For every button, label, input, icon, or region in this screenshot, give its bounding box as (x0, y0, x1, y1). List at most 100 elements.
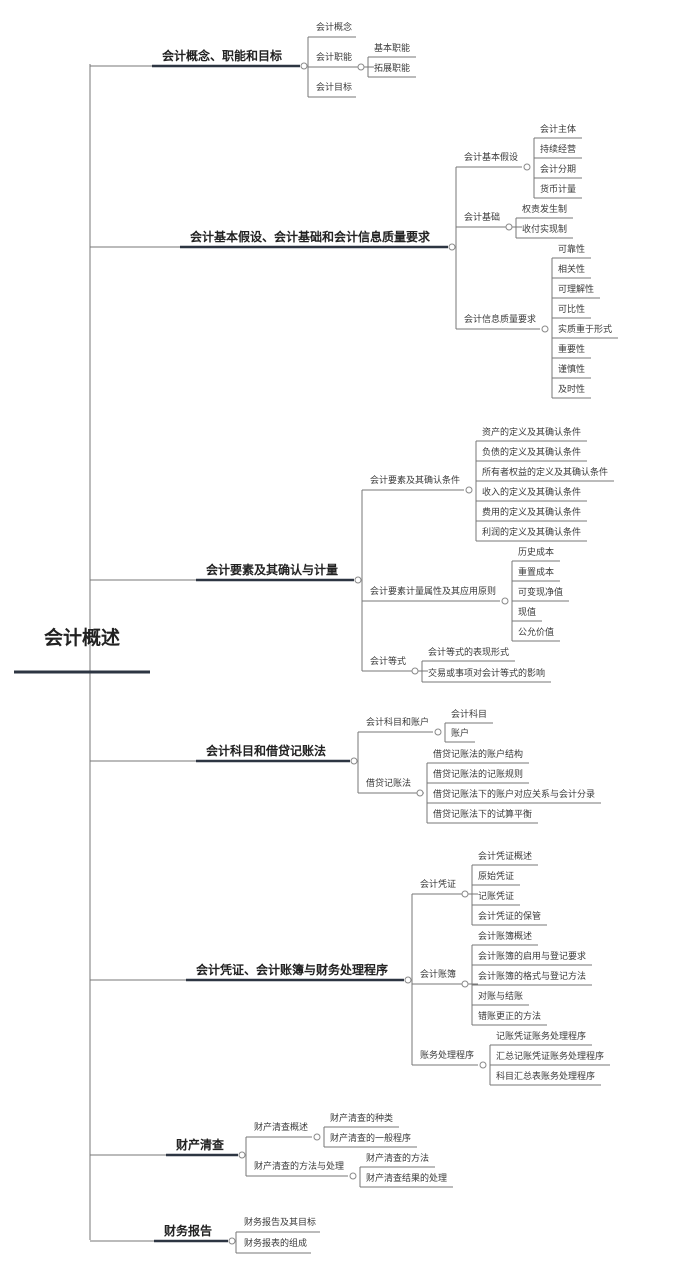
sub-collapse-toggle[interactable] (523, 163, 531, 171)
sub-node[interactable]: 财务报表的组成 (244, 1239, 308, 1249)
sub-collapse-toggle[interactable] (434, 728, 442, 736)
leaf-node[interactable]: 现值 (518, 608, 537, 618)
leaf-node[interactable]: 记账凭证 (478, 892, 515, 902)
sub-collapse-toggle[interactable] (411, 667, 419, 675)
leaf-node[interactable]: 重置成本 (518, 568, 555, 578)
sub-node[interactable]: 财务报告及其目标 (244, 1218, 317, 1228)
sub-collapse-toggle[interactable] (349, 1172, 357, 1180)
sub-node[interactable]: 借贷记账法 (366, 779, 412, 789)
sub-node[interactable]: 会计等式 (370, 657, 407, 667)
leaf-node[interactable]: 借贷记账法的记账规则 (433, 770, 524, 780)
leaf-node[interactable]: 财产清查结果的处理 (366, 1174, 448, 1184)
leaf-node[interactable]: 货币计量 (540, 185, 577, 195)
sub-collapse-toggle[interactable] (461, 890, 469, 898)
sub-collapse-toggle[interactable] (501, 597, 509, 605)
sub-collapse-toggle[interactable] (461, 980, 469, 988)
leaf-node[interactable]: 负债的定义及其确认条件 (482, 448, 582, 458)
sub-node[interactable]: 会计基础 (464, 213, 501, 223)
leaf-node[interactable]: 可变现净值 (518, 588, 564, 598)
sub-node[interactable]: 会计基本假设 (464, 153, 519, 163)
leaf-node[interactable]: 可靠性 (558, 245, 586, 255)
leaf-node[interactable]: 持续经营 (540, 145, 577, 155)
leaf-node[interactable]: 借贷记账法下的试算平衡 (433, 810, 533, 820)
sub-node[interactable]: 会计要素及其确认条件 (370, 476, 461, 486)
sub-collapse-toggle[interactable] (416, 789, 424, 797)
branch-node[interactable]: 会计要素及其确认与计量 (206, 563, 339, 577)
sub-node[interactable]: 会计凭证 (420, 880, 457, 890)
leaf-node[interactable]: 会计账簿概述 (478, 932, 533, 942)
sub-collapse-toggle[interactable] (313, 1133, 321, 1141)
sub-node[interactable]: 会计科目和账户 (366, 718, 430, 728)
sub-node[interactable]: 财产清查的方法与处理 (254, 1162, 345, 1172)
branch-collapse-toggle[interactable] (404, 976, 412, 984)
branch-node[interactable]: 会计科目和借贷记账法 (206, 744, 327, 758)
leaf-node[interactable]: 会计账簿的启用与登记要求 (478, 952, 587, 962)
leaf-node[interactable]: 可理解性 (558, 285, 595, 295)
leaf-node[interactable]: 账户 (451, 729, 470, 739)
branch-collapse-toggle[interactable] (238, 1151, 246, 1159)
leaf-node[interactable]: 错账更正的方法 (478, 1012, 542, 1022)
leaf-node[interactable]: 原始凭证 (478, 872, 515, 882)
leaf-node[interactable]: 会计主体 (540, 125, 577, 135)
leaf-node[interactable]: 财产清查的一般程序 (330, 1134, 412, 1144)
sub-node[interactable]: 账务处理程序 (420, 1051, 475, 1061)
branch-node[interactable]: 会计概念、职能和目标 (162, 49, 283, 63)
branch-node[interactable]: 财务报告 (164, 1224, 213, 1238)
leaf-node[interactable]: 所有者权益的定义及其确认条件 (482, 468, 609, 478)
leaf-node[interactable]: 及时性 (558, 385, 586, 395)
leaf-node[interactable]: 实质重于形式 (558, 325, 613, 335)
leaf-node[interactable]: 权责发生制 (522, 205, 568, 215)
leaf-node[interactable]: 交易或事项对会计等式的影响 (428, 669, 546, 679)
leaf-node[interactable]: 财产清查的方法 (366, 1154, 430, 1164)
root-node[interactable]: 会计概述 (43, 627, 120, 649)
leaf-node[interactable]: 资产的定义及其确认条件 (482, 428, 582, 438)
sub-node[interactable]: 会计要素计量属性及其应用原则 (370, 587, 497, 597)
leaf-node[interactable]: 重要性 (558, 345, 586, 355)
branch-node[interactable]: 财产清查 (176, 1138, 225, 1152)
leaf-node[interactable]: 会计账簿的格式与登记方法 (478, 972, 587, 982)
branch-collapse-toggle[interactable] (300, 62, 308, 70)
branch-collapse-toggle[interactable] (448, 243, 456, 251)
leaf-node[interactable]: 公允价值 (518, 628, 555, 638)
sub-node[interactable]: 会计信息质量要求 (464, 315, 537, 325)
branch-collapse-toggle[interactable] (350, 757, 358, 765)
leaf-node[interactable]: 财产清查的种类 (330, 1114, 394, 1124)
leaf-node[interactable]: 历史成本 (518, 548, 555, 558)
leaf-node[interactable]: 对账与结账 (478, 992, 524, 1002)
branch-node[interactable]: 会计凭证、会计账簿与财务处理程序 (196, 963, 389, 977)
leaf-node[interactable]: 汇总记账凭证账务处理程序 (496, 1052, 605, 1062)
leaf-node[interactable]: 科目汇总表账务处理程序 (496, 1072, 596, 1082)
leaf-node[interactable]: 会计凭证概述 (478, 852, 533, 862)
sub-collapse-toggle[interactable] (479, 1061, 487, 1069)
leaf-node[interactable]: 相关性 (558, 265, 586, 275)
leaf-node[interactable]: 基本职能 (374, 44, 411, 54)
branch-node[interactable]: 会计基本假设、会计基础和会计信息质量要求 (190, 230, 431, 244)
leaf-node[interactable]: 费用的定义及其确认条件 (482, 508, 582, 518)
sub-collapse-toggle[interactable] (541, 325, 549, 333)
leaf-node[interactable]: 借贷记账法下的账户对应关系与会计分录 (433, 790, 596, 800)
leaf-node[interactable]: 会计凭证的保管 (478, 912, 542, 922)
sub-node[interactable]: 财产清查概述 (254, 1123, 309, 1133)
sub-collapse-toggle[interactable] (357, 63, 365, 71)
sub-node[interactable]: 会计账簿 (420, 970, 457, 980)
branch-collapse-toggle[interactable] (228, 1237, 236, 1245)
leaf-node[interactable]: 借贷记账法的账户结构 (433, 750, 524, 760)
leaf-node[interactable]: 谨慎性 (558, 365, 586, 375)
sub-node[interactable]: 会计目标 (316, 83, 353, 93)
leaf-node[interactable]: 记账凭证账务处理程序 (496, 1032, 587, 1042)
sub-node[interactable]: 会计职能 (316, 53, 353, 63)
leaf-node[interactable]: 利润的定义及其确认条件 (482, 528, 582, 538)
sub-collapse-toggle[interactable] (465, 486, 473, 494)
leaf-node[interactable]: 会计等式的表现形式 (428, 648, 510, 658)
leaf-node[interactable]: 收入的定义及其确认条件 (482, 488, 582, 498)
leaf-node[interactable]: 可比性 (558, 305, 586, 315)
leaf-node[interactable]: 会计科目 (451, 710, 488, 720)
sub-collapse-toggle[interactable] (505, 223, 513, 231)
leaf-node[interactable]: 拓展职能 (374, 64, 411, 74)
leaf-node[interactable]: 会计分期 (540, 165, 577, 175)
branch-collapse-toggle[interactable] (354, 576, 362, 584)
leaf-node[interactable]: 收付实现制 (522, 225, 568, 235)
sub-node[interactable]: 会计概念 (316, 23, 353, 33)
